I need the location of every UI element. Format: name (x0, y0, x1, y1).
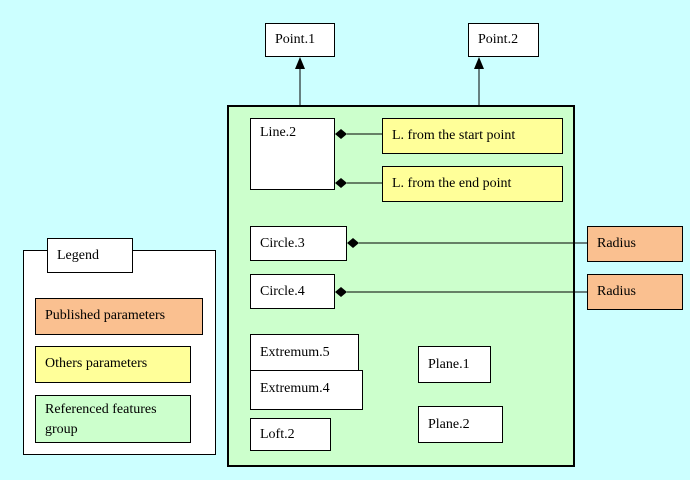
loft-2-box: Loft.2 (250, 418, 331, 451)
param-radius-1: Radius (587, 226, 683, 262)
plane-1-box: Plane.1 (418, 346, 491, 383)
param-start-point: L. from the start point (382, 118, 563, 154)
arrowhead-point-1 (295, 57, 305, 69)
arrowhead-point-2 (474, 57, 484, 69)
param-radius-2: Radius (587, 274, 683, 310)
legend-title: Legend (47, 238, 133, 273)
legend-referenced-features-group: Referenced features group (35, 395, 191, 443)
legend-published-parameters: Published parameters (35, 298, 203, 335)
point-2-box: Point.2 (468, 23, 539, 57)
circle-4-box: Circle.4 (250, 274, 335, 309)
plane-2-box: Plane.2 (418, 406, 503, 443)
circle-3-box: Circle.3 (250, 226, 347, 261)
legend-others-parameters: Others parameters (35, 346, 191, 383)
line-2-box: Line.2 (250, 118, 335, 190)
extremum-5-box: Extremum.5 (250, 334, 359, 372)
extremum-4-box: Extremum.4 (250, 370, 363, 410)
point-1-box: Point.1 (265, 23, 335, 57)
param-end-point: L. from the end point (382, 166, 563, 202)
